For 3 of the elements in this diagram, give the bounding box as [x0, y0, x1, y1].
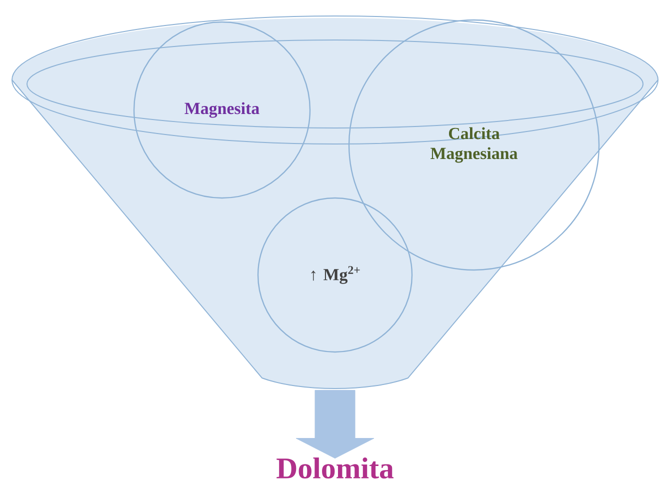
result-label: Dolomita — [276, 458, 394, 479]
funnel-drawing — [12, 16, 658, 389]
block-arrow — [296, 390, 374, 459]
